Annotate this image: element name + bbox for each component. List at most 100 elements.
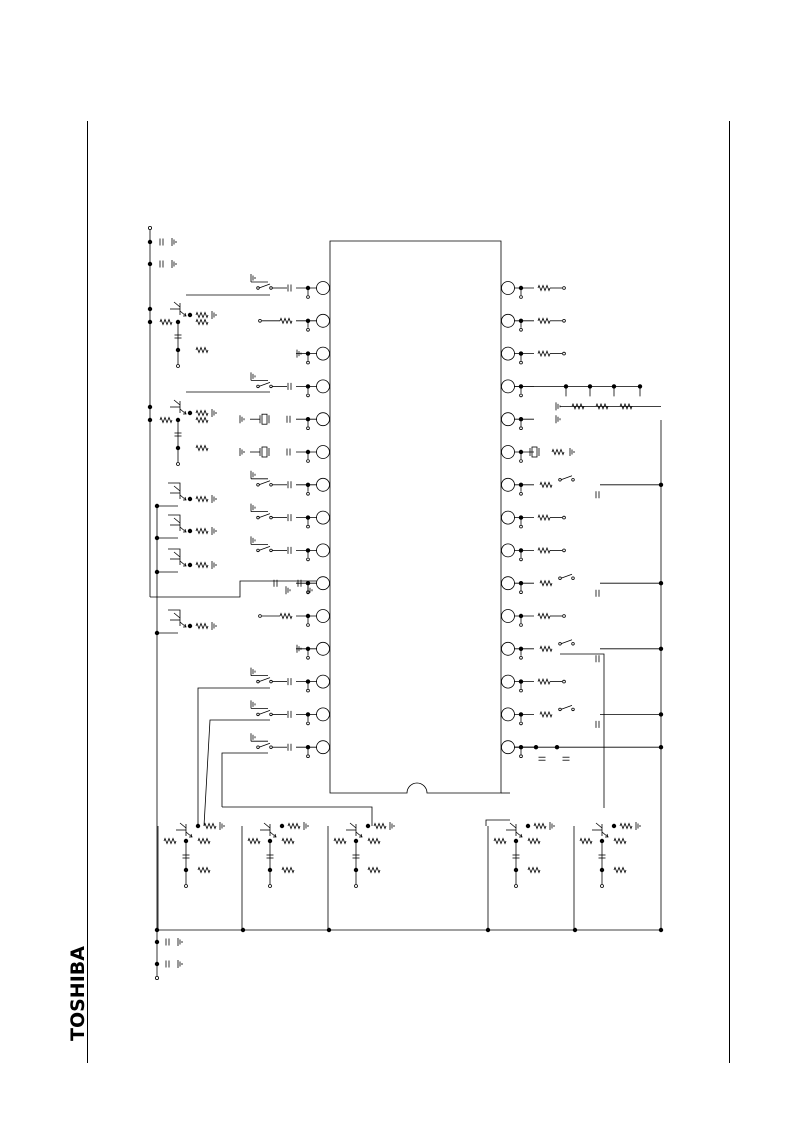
transistor <box>601 831 609 838</box>
terminal <box>306 655 310 660</box>
resistor <box>493 837 507 845</box>
resistor <box>613 866 627 874</box>
transistor <box>183 623 187 628</box>
transistor <box>519 833 523 838</box>
crystal <box>261 413 268 425</box>
junction-dot <box>175 347 181 353</box>
terminal <box>562 318 566 323</box>
terminal <box>269 745 273 749</box>
terminal <box>519 557 523 562</box>
terminal <box>558 478 562 482</box>
junction-dot <box>554 745 560 750</box>
ground-symbol <box>389 822 395 830</box>
junction-dot <box>187 562 193 568</box>
ic-pin-left-3 <box>316 346 330 361</box>
transistor <box>346 822 363 838</box>
transistor <box>179 408 187 415</box>
resistor <box>195 311 209 319</box>
terminal <box>147 225 152 230</box>
junction-dot <box>365 823 371 829</box>
wire <box>197 687 270 826</box>
resistor <box>203 822 217 830</box>
terminal <box>256 286 260 290</box>
ic-pin-left-5 <box>316 412 330 427</box>
transistor <box>183 312 187 317</box>
resistor <box>367 837 381 845</box>
terminal <box>306 393 310 398</box>
ground-symbol <box>211 409 217 417</box>
ground-symbol <box>569 448 575 456</box>
switch <box>560 573 573 579</box>
resistor <box>539 710 553 718</box>
resistor <box>539 579 553 587</box>
resistor <box>539 481 553 489</box>
switch <box>258 742 271 748</box>
terminal <box>354 884 358 888</box>
terminal <box>176 462 180 466</box>
ground-symbol <box>250 274 256 282</box>
ic-pin-left-12 <box>316 641 330 656</box>
resistor <box>247 837 261 845</box>
ground-symbol <box>285 586 291 595</box>
terminal <box>306 688 310 693</box>
ic-pin-right-15 <box>501 740 515 755</box>
wire <box>168 482 181 487</box>
junction-dot <box>187 312 193 318</box>
junction-dot <box>267 838 273 844</box>
resistor <box>281 837 295 845</box>
ground-symbol <box>211 622 217 630</box>
terminal <box>306 524 310 529</box>
junction-dot <box>187 623 193 629</box>
terminal <box>519 360 523 365</box>
wire <box>150 580 317 598</box>
terminal <box>519 491 523 496</box>
ground-symbol <box>171 238 177 246</box>
transistor <box>176 822 193 838</box>
ic-pin-left-13 <box>316 674 330 689</box>
right-pin-group <box>501 281 664 761</box>
terminal <box>306 295 310 299</box>
ic-pin-right-7 <box>501 477 515 492</box>
junction-dot <box>267 867 273 873</box>
resistor <box>527 837 541 845</box>
terminal <box>519 524 523 529</box>
terminal <box>571 576 575 580</box>
ground-symbol <box>239 448 245 456</box>
terminal <box>269 679 273 684</box>
terminal <box>562 548 566 553</box>
terminal <box>258 614 262 618</box>
terminal <box>562 614 566 618</box>
ic-pin-left-9 <box>316 543 330 558</box>
terminal <box>306 721 310 726</box>
terminal <box>256 679 260 684</box>
resistor <box>537 612 551 620</box>
transistor <box>170 551 187 567</box>
junction-dot <box>187 496 193 502</box>
terminal <box>562 679 566 684</box>
resistor <box>195 346 209 354</box>
switch <box>258 513 271 518</box>
resistor <box>537 350 551 358</box>
transistor <box>260 822 277 838</box>
terminal <box>519 590 523 594</box>
terminal <box>519 688 523 693</box>
ic-pin-left-10 <box>316 576 330 591</box>
terminal <box>519 754 523 758</box>
resistor <box>197 866 211 874</box>
ic-pin-right-4 <box>501 379 515 394</box>
switch <box>560 475 573 481</box>
terminal <box>306 557 310 562</box>
resistor <box>613 837 627 845</box>
transistor <box>179 494 187 501</box>
resistor <box>195 622 209 630</box>
junction-dot <box>175 319 181 325</box>
junction-dot <box>183 867 189 873</box>
transistor <box>359 833 363 838</box>
junction-dot <box>485 927 491 933</box>
transistor <box>173 612 181 619</box>
ground-symbol <box>211 311 217 319</box>
resistor <box>195 527 209 535</box>
wire <box>168 548 181 553</box>
junction-dot <box>187 528 193 534</box>
